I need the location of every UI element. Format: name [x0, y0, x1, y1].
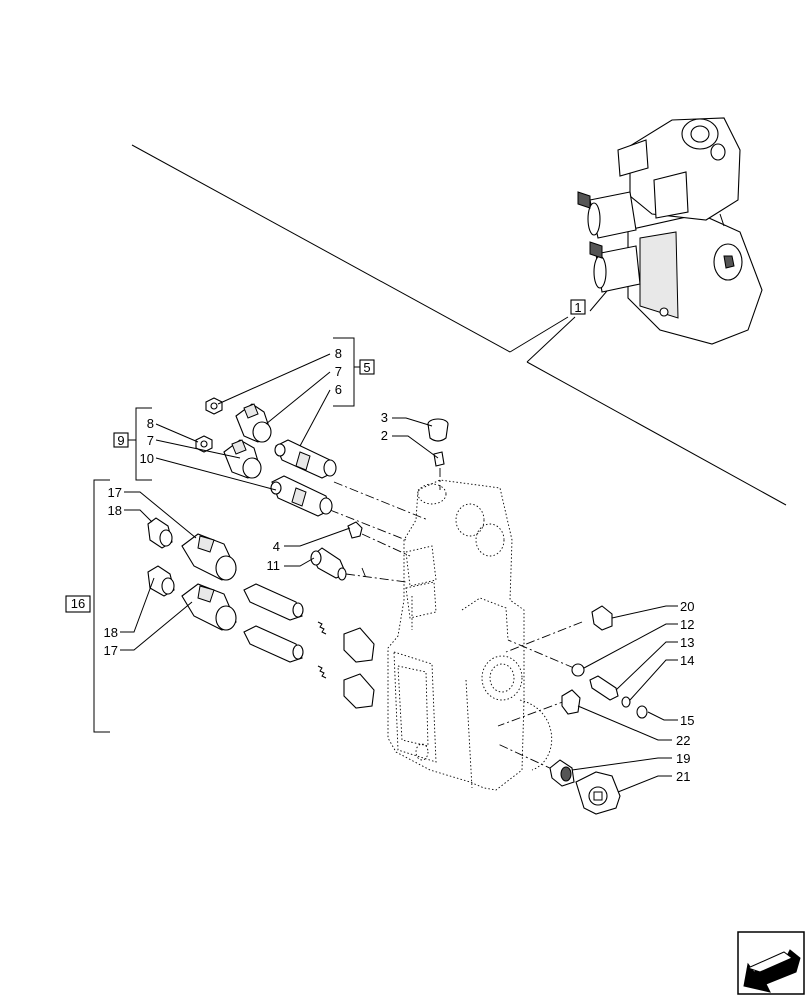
part-cartridge-10 — [270, 475, 333, 517]
part-coil-lower — [223, 439, 262, 479]
callout-6: 6 — [335, 382, 342, 397]
callout-14: 14 — [680, 653, 694, 668]
callout-20: 20 — [680, 599, 694, 614]
callout-22: 22 — [676, 733, 690, 748]
part-coil-upper — [235, 403, 272, 443]
callout-9: 9 — [117, 433, 124, 448]
part-plug-18-lower — [147, 565, 175, 597]
part-cap-21 — [575, 771, 621, 815]
callout-21: 21 — [676, 769, 690, 784]
part-ring-14 — [621, 696, 631, 708]
callout-10: 10 — [140, 451, 154, 466]
assembly-axis-lines — [329, 468, 583, 771]
callout-7: 7 — [335, 364, 342, 379]
part-plug-20 — [591, 605, 613, 631]
leader-lines — [120, 353, 678, 793]
part-cartridges-side — [243, 583, 375, 709]
callout-5: 5 — [363, 360, 370, 375]
callout-7: 7 — [147, 433, 154, 448]
part-plug-18-upper — [147, 517, 173, 549]
part-ball-12 — [571, 663, 585, 677]
callout-15: 15 — [680, 713, 694, 728]
part-coil-17-upper — [181, 533, 237, 581]
overview-valve-drawing — [577, 117, 763, 345]
callout-17: 17 — [104, 643, 118, 658]
callout-19: 19 — [676, 751, 690, 766]
part-coil-17-lower — [181, 583, 237, 631]
part-oring-15 — [636, 705, 648, 719]
part-cartridge-6 — [274, 439, 337, 479]
callout-labels: 8 7 6 5 8 7 10 9 3 2 4 11 17 18 16 18 17… — [71, 300, 695, 784]
callout-18: 18 — [108, 503, 122, 518]
part-fitting-19 — [549, 759, 575, 787]
group-bracket-9 — [113, 407, 152, 481]
next-page-arrow-icon[interactable] — [737, 931, 805, 995]
callout-3: 3 — [381, 410, 388, 425]
part-cap-3 — [427, 418, 449, 442]
callout-12: 12 — [680, 617, 694, 632]
callout-16: 16 — [71, 596, 85, 611]
callout-8: 8 — [335, 346, 342, 361]
callout-11: 11 — [267, 558, 281, 573]
group-bracket-16 — [65, 479, 110, 733]
part-fitting-2 — [433, 451, 445, 467]
part-nut-lower — [195, 435, 213, 453]
part-nut-upper — [205, 397, 223, 415]
callout-4: 4 — [273, 539, 280, 554]
part-valve-11 — [310, 547, 347, 581]
overview-callout-box-1 — [570, 299, 586, 315]
callout-1: 1 — [574, 300, 581, 315]
group-bracket-5 — [333, 337, 375, 407]
callout-18: 18 — [104, 625, 118, 640]
callout-2: 2 — [381, 428, 388, 443]
callout-8: 8 — [147, 416, 154, 431]
part-plug-4 — [347, 521, 363, 539]
valve-body-phantom — [387, 479, 553, 791]
overview-cut-lines — [131, 144, 787, 506]
callout-13: 13 — [680, 635, 694, 650]
part-seat-13 — [589, 675, 619, 701]
part-plug-22 — [561, 689, 581, 715]
callout-17: 17 — [108, 485, 122, 500]
